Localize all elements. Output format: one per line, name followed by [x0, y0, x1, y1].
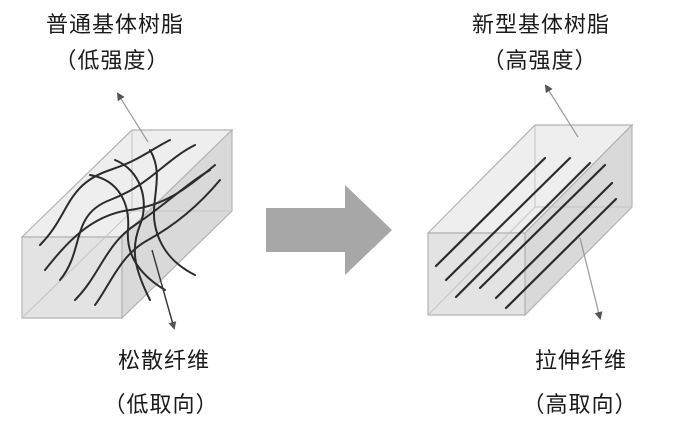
- right-resin-pointer: [544, 84, 579, 138]
- stretched-fiber: [478, 163, 607, 290]
- loose-fiber: [59, 144, 196, 281]
- stretched-fibers: [434, 156, 618, 310]
- stretched-fiber: [504, 197, 618, 310]
- left-fiber-note: （低取向）: [103, 393, 219, 418]
- right-fiber-pointer: [579, 237, 603, 320]
- left-fiber-pointer: [151, 249, 177, 330]
- stretched-fiber: [494, 181, 614, 300]
- left-resin-pointer: [116, 92, 149, 143]
- right-resin-note: （高强度）: [482, 49, 598, 74]
- right-arrow-icon: [266, 185, 392, 275]
- left-resin-label: 普通基体树脂: [45, 13, 185, 38]
- left-fiber-label: 松散纤维: [117, 349, 211, 374]
- stretched-fiber: [434, 156, 547, 268]
- right-resin-label: 新型基体树脂: [471, 13, 611, 38]
- right-fiber-label: 拉伸纤维: [534, 349, 628, 374]
- left-resin-block: [20, 128, 234, 320]
- loose-fiber: [44, 164, 216, 271]
- loose-fiber: [39, 139, 171, 246]
- right-resin-block: [426, 123, 634, 317]
- loose-fibers: [39, 139, 221, 306]
- loose-fiber: [94, 179, 221, 306]
- left-resin-note: （低强度）: [54, 49, 170, 74]
- stretched-fiber: [454, 161, 592, 299]
- loose-fiber: [89, 174, 166, 291]
- left-block-front-face: [21, 236, 123, 319]
- right-fiber-note: （高取向）: [522, 393, 638, 418]
- loose-fiber: [149, 149, 196, 276]
- stretched-fiber: [444, 156, 572, 282]
- loose-fiber: [114, 159, 151, 301]
